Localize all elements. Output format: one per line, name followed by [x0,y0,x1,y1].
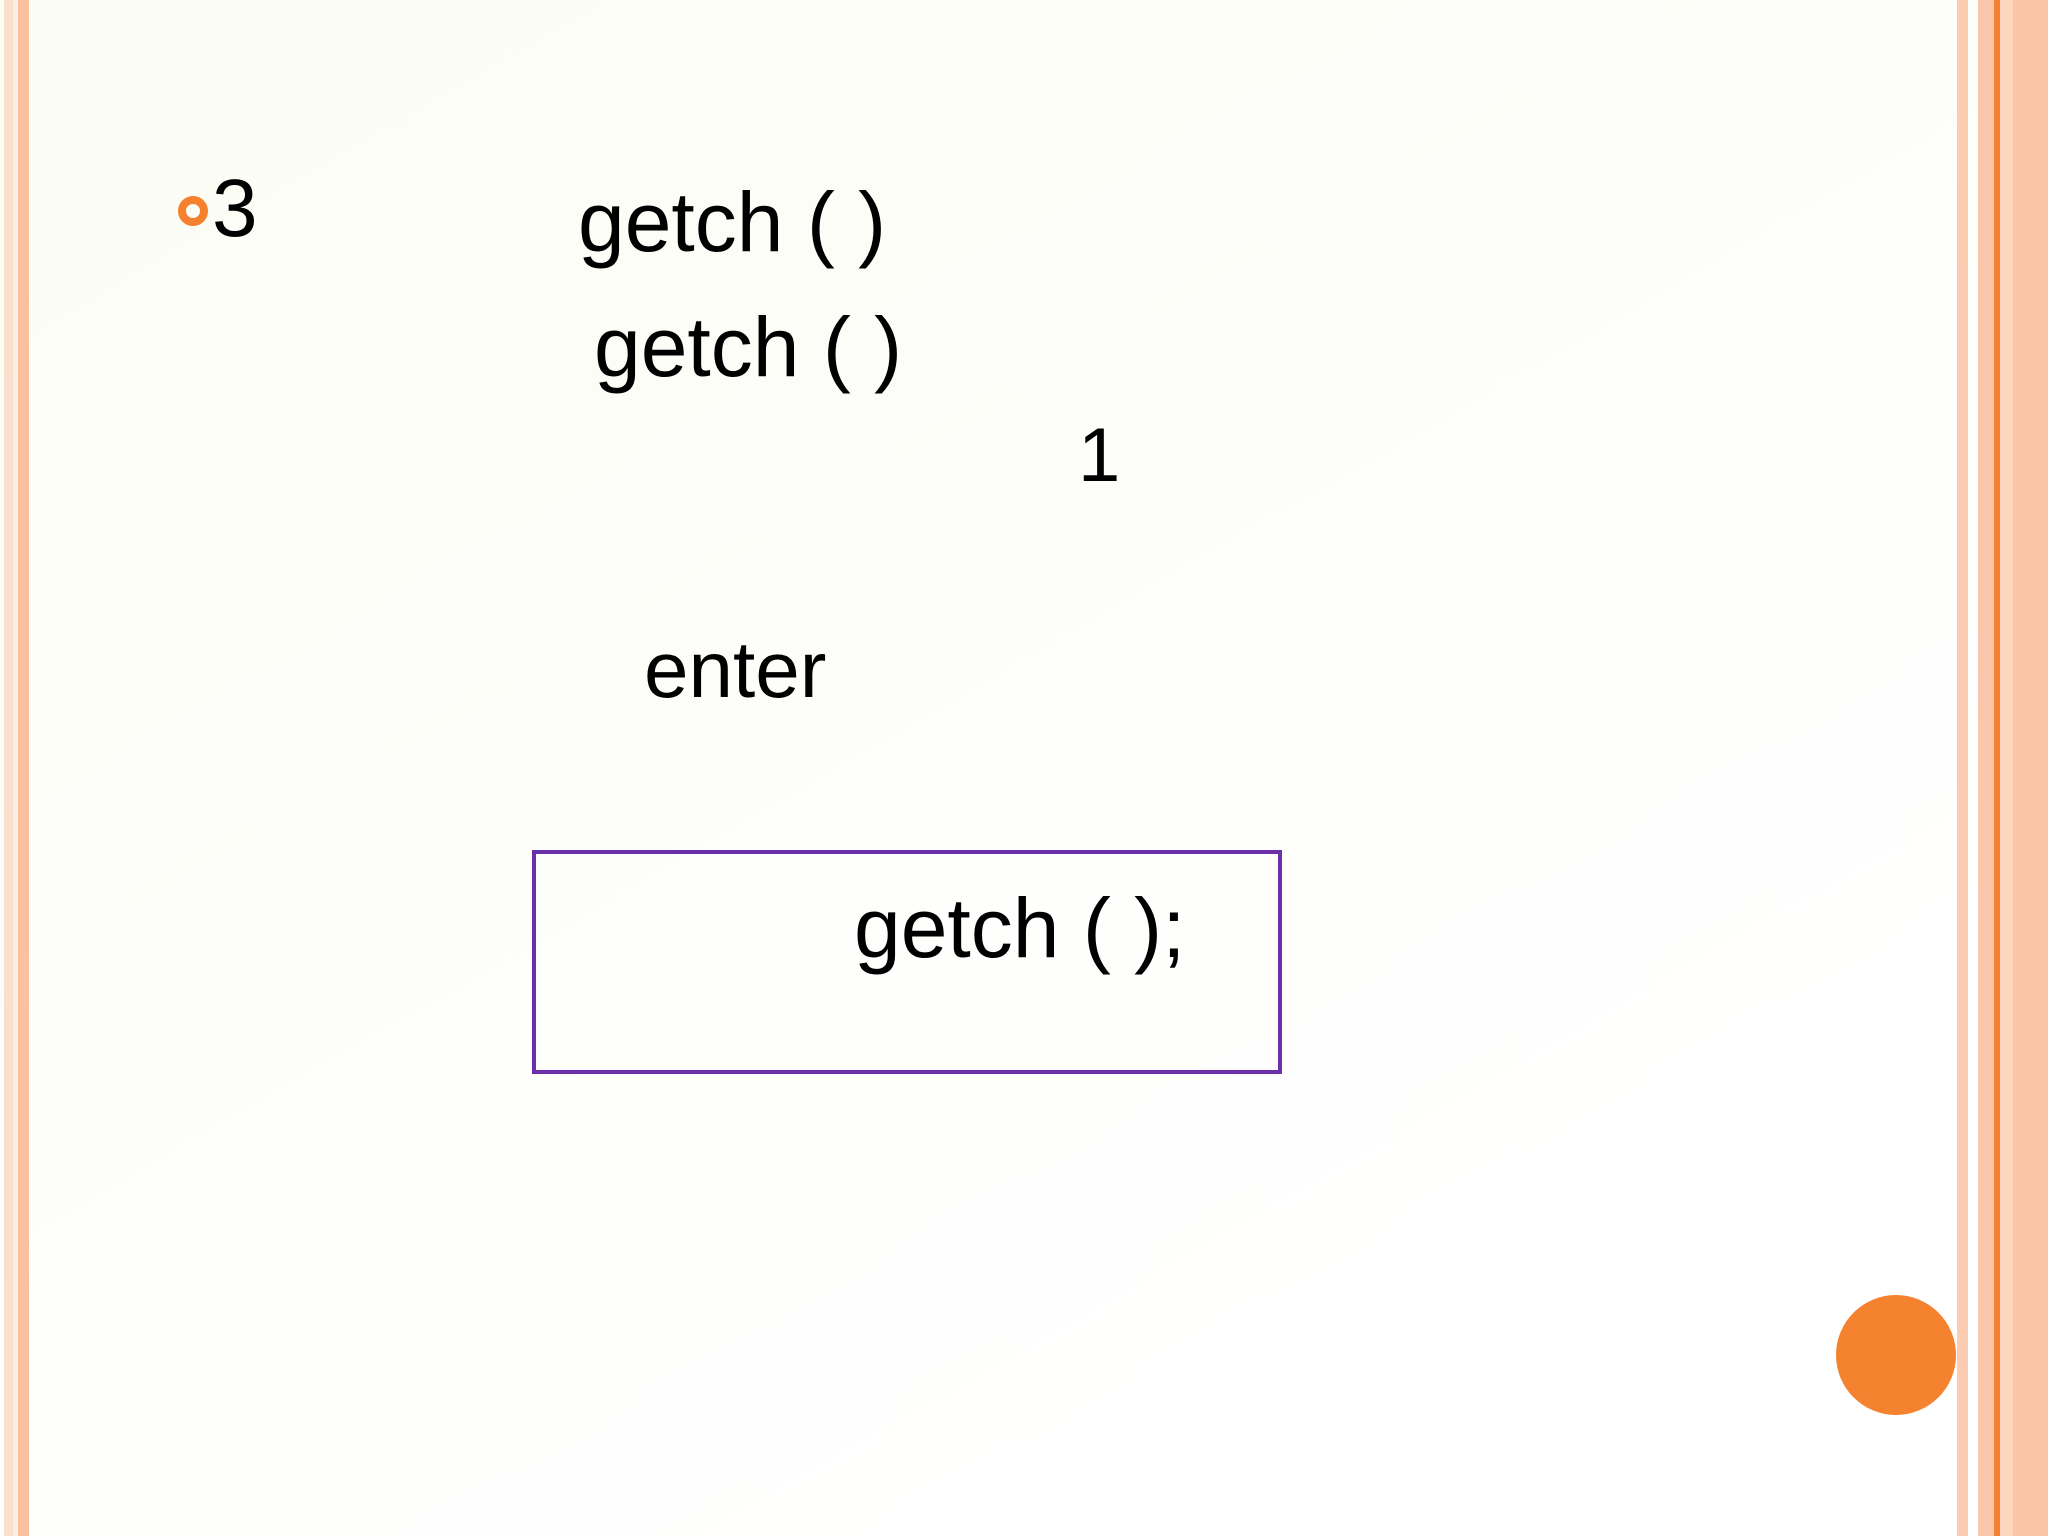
code-line-enter: enter [644,625,827,714]
bullet-list-item: 3 [178,168,258,250]
right-stripe-4 [2000,0,2013,1536]
orange-circle-icon [1836,1295,1956,1415]
right-stripe-1 [1957,0,1968,1536]
right-stripe-2 [1978,0,2048,1536]
right-stripe-accent-line [1994,0,2000,1536]
code-line-getch-first: getch ( ) [578,175,887,269]
code-line-number-one: 1 [1078,413,1121,498]
left-stripe-3 [18,0,29,1536]
left-stripe-2 [13,0,18,1536]
highlighted-code-box: getch ( ); [532,850,1282,1074]
ring-bullet-icon [178,196,208,226]
left-stripe-1 [4,0,13,1536]
right-stripe-5 [2013,0,2048,1536]
bullet-item-label: 3 [212,163,258,254]
code-line-getch-second: getch ( ) [594,300,903,394]
highlighted-code-text: getch ( ); [854,881,1186,975]
